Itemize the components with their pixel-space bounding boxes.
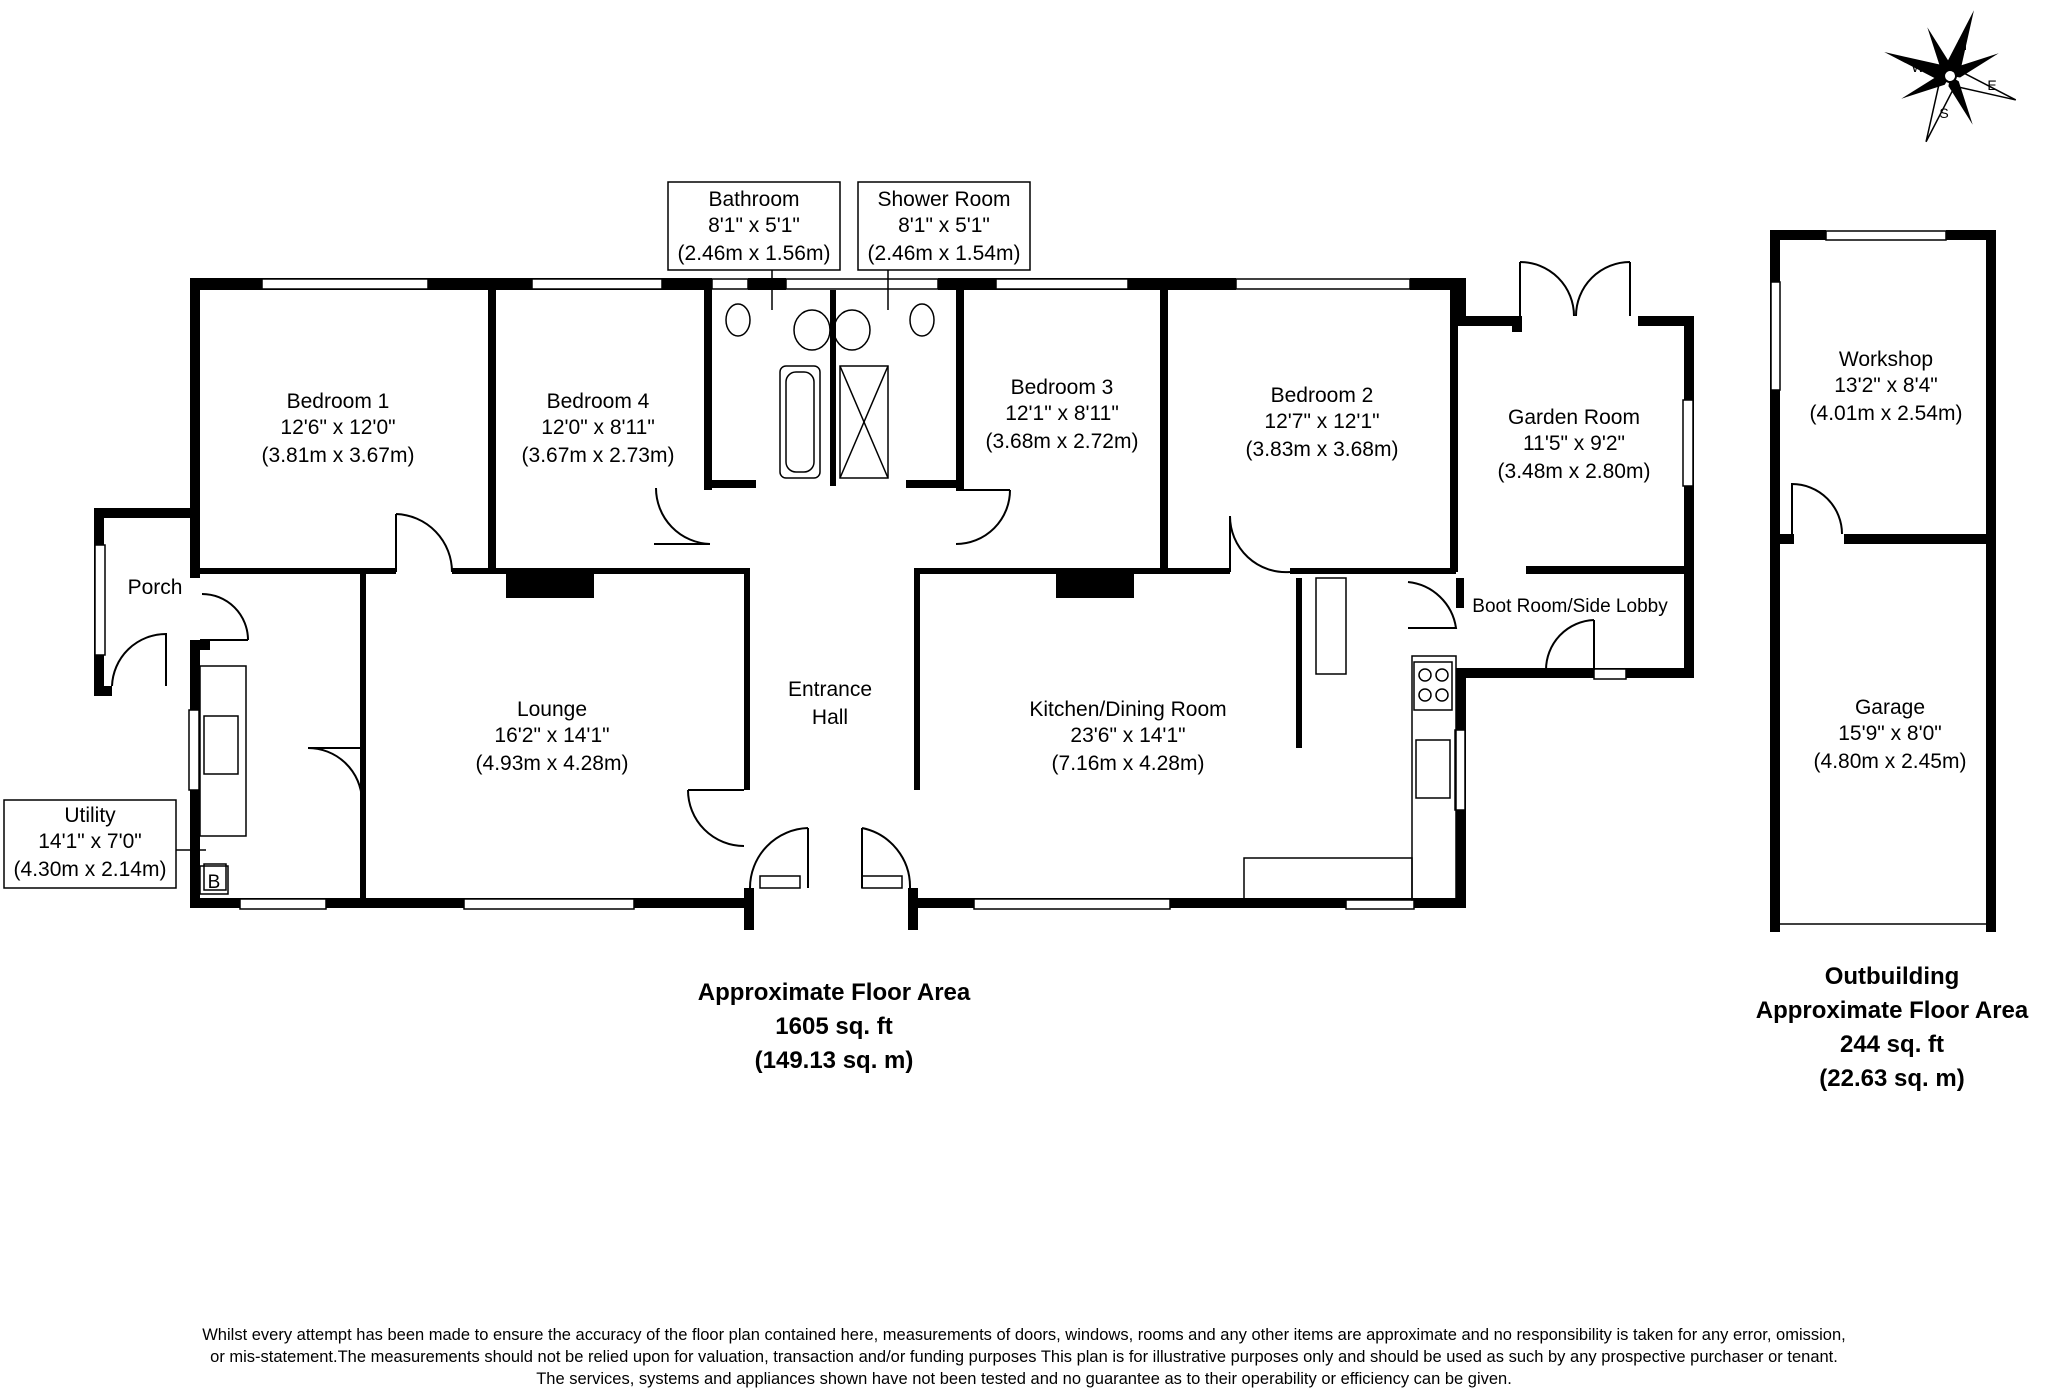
room-name: Garage [1855,696,1925,719]
room-boot-room: Boot Room/Side Lobby [1472,596,1668,617]
compass-e: E [1987,77,1996,93]
doors [111,261,1631,889]
room-imperial: 8'1" x 5'1" [898,214,990,237]
room-metric: (3.67m x 2.73m) [522,444,675,467]
room-imperial: 13'2" x 8'4" [1834,374,1938,397]
room-entrance-hall: Entrance Hall [788,678,872,729]
room-name: Garden Room [1508,406,1640,429]
boiler-box [199,865,229,895]
room-workshop: Workshop 13'2" x 8'4" (4.01m x 2.54m) [1810,348,1963,425]
room-imperial: 8'1" x 5'1" [708,214,800,237]
room-name: Kitchen/Dining Room [1029,698,1226,721]
room-imperial: 12'7" x 12'1" [1264,410,1379,433]
compass-icon [1884,10,2017,143]
room-bedroom-4: Bedroom 4 12'0" x 8'11" (3.67m x 2.73m) [522,390,675,467]
room-metric: (3.48m x 2.80m) [1498,460,1651,483]
area-title: Approximate Floor Area [1756,997,2029,1024]
room-name: Utility [64,804,116,827]
room-imperial: 12'6" x 12'0" [280,416,395,439]
utility-callout-box [3,799,177,889]
bathroom-fixtures [725,303,935,479]
bathroom-callout-box [667,181,841,271]
outbuilding-walls [1770,230,1996,932]
compass-w: W [1911,59,1925,75]
room-metric: (3.68m x 2.72m) [986,430,1139,453]
room-metric: (3.83m x 3.68m) [1246,438,1399,461]
room-metric: (4.80m x 2.45m) [1814,750,1967,773]
room-name: Workshop [1839,348,1933,371]
room-metric: (2.46m x 1.54m) [868,242,1021,265]
room-imperial: 14'1" x 7'0" [38,830,142,853]
disclaimer-line-2: or mis-statement.The measurements should… [210,1348,1838,1366]
room-metric: (3.81m x 3.67m) [262,444,415,467]
room-metric: (4.30m x 2.14m) [14,858,167,881]
room-name: Shower Room [877,188,1010,211]
room-name-line1: Entrance [788,678,872,701]
outbuilding-title: Outbuilding [1825,963,1960,990]
room-metric: (2.46m x 1.56m) [678,242,831,265]
area-sqm: (149.13 sq. m) [755,1047,914,1074]
room-imperial: 23'6" x 14'1" [1070,724,1185,747]
boiler-label: B [208,872,221,893]
room-utility: Utility 14'1" x 7'0" (4.30m x 2.14m) [14,804,167,881]
interior-walls [200,290,1684,900]
room-imperial: 15'9" x 8'0" [1838,722,1942,745]
room-imperial: 11'5" x 9'2" [1523,432,1625,455]
room-imperial: 12'0" x 8'11" [541,416,655,439]
compass-s: S [1939,105,1948,121]
area-sqm: (22.63 sq. m) [1819,1065,1964,1092]
room-metric: (7.16m x 4.28m) [1052,752,1205,775]
shower-room-callout-box [857,181,1031,271]
area-sqft: 1605 sq. ft [775,1013,892,1040]
room-metric: (4.93m x 4.28m) [476,752,629,775]
disclaimer-line-3: The services, systems and appliances sho… [536,1370,1512,1388]
room-name: Bedroom 4 [547,390,650,413]
room-name: Lounge [517,698,587,721]
compass-n: N [1957,37,1967,53]
room-bedroom-2: Bedroom 2 12'7" x 12'1" (3.83m x 3.68m) [1246,384,1399,461]
room-name: Bedroom 2 [1271,384,1374,407]
room-porch: Porch [128,576,183,599]
disclaimer: Whilst every attempt has been made to en… [60,1324,1988,1390]
room-kitchen-dining: Kitchen/Dining Room 23'6" x 14'1" (7.16m… [1029,698,1226,775]
main-floor-area: Approximate Floor Area 1605 sq. ft (149.… [698,979,971,1074]
area-sqft: 244 sq. ft [1840,1031,1944,1058]
room-bathroom: Bathroom 8'1" x 5'1" (2.46m x 1.56m) [678,188,831,265]
room-imperial: 16'2" x 14'1" [494,724,609,747]
area-title: Approximate Floor Area [698,979,971,1006]
room-garden-room: Garden Room 11'5" x 9'2" (3.48m x 2.80m) [1498,406,1651,483]
room-imperial: 12'1" x 8'11" [1005,402,1119,425]
utility-fixtures [199,665,247,891]
room-shower-room: Shower Room 8'1" x 5'1" (2.46m x 1.54m) [868,188,1021,265]
room-name: Bedroom 3 [1011,376,1114,399]
disclaimer-line-1: Whilst every attempt has been made to en… [202,1326,1846,1344]
kitchen-fixtures [1243,577,1457,901]
room-lounge: Lounge 16'2" x 14'1" (4.93m x 4.28m) [476,698,629,775]
windows [94,278,1694,910]
room-bedroom-1: Bedroom 1 12'6" x 12'0" (3.81m x 3.67m) [262,390,415,467]
room-name-line2: Hall [812,706,848,729]
room-garage: Garage 15'9" x 8'0" (4.80m x 2.45m) [1814,696,1967,773]
room-name: Bedroom 1 [287,390,390,413]
room-bedroom-3: Bedroom 3 12'1" x 8'11" (3.68m x 2.72m) [986,376,1139,453]
room-name: Bathroom [708,188,799,211]
room-metric: (4.01m x 2.54m) [1810,402,1963,425]
outbuilding-floor-area: Outbuilding Approximate Floor Area 244 s… [1756,963,2029,1092]
